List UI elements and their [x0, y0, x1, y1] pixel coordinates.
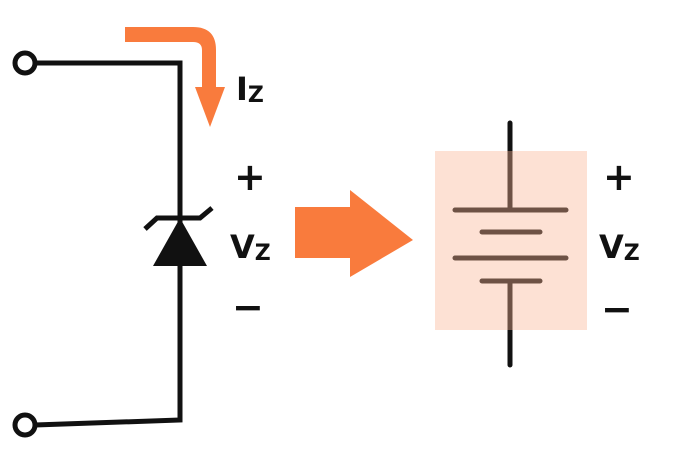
right-plus-sign: +	[603, 155, 635, 199]
zener-circuit	[12, 50, 183, 438]
left-minus-sign: −	[232, 285, 264, 329]
equivalence-arrow-icon	[295, 190, 413, 277]
current-label: IZ	[236, 70, 264, 108]
current-arrow-icon	[125, 27, 225, 127]
right-minus-sign: −	[601, 287, 633, 331]
left-plus-sign: +	[234, 155, 266, 199]
left-voltage-label: VZ	[230, 228, 271, 266]
zener-diode-symbol	[143, 206, 214, 266]
battery-highlight-box	[435, 151, 587, 330]
battery-symbol	[452, 120, 569, 368]
top-wire	[34, 60, 183, 428]
right-voltage-label: VZ	[599, 228, 640, 266]
top-terminal	[12, 50, 38, 76]
bottom-terminal	[12, 412, 38, 438]
